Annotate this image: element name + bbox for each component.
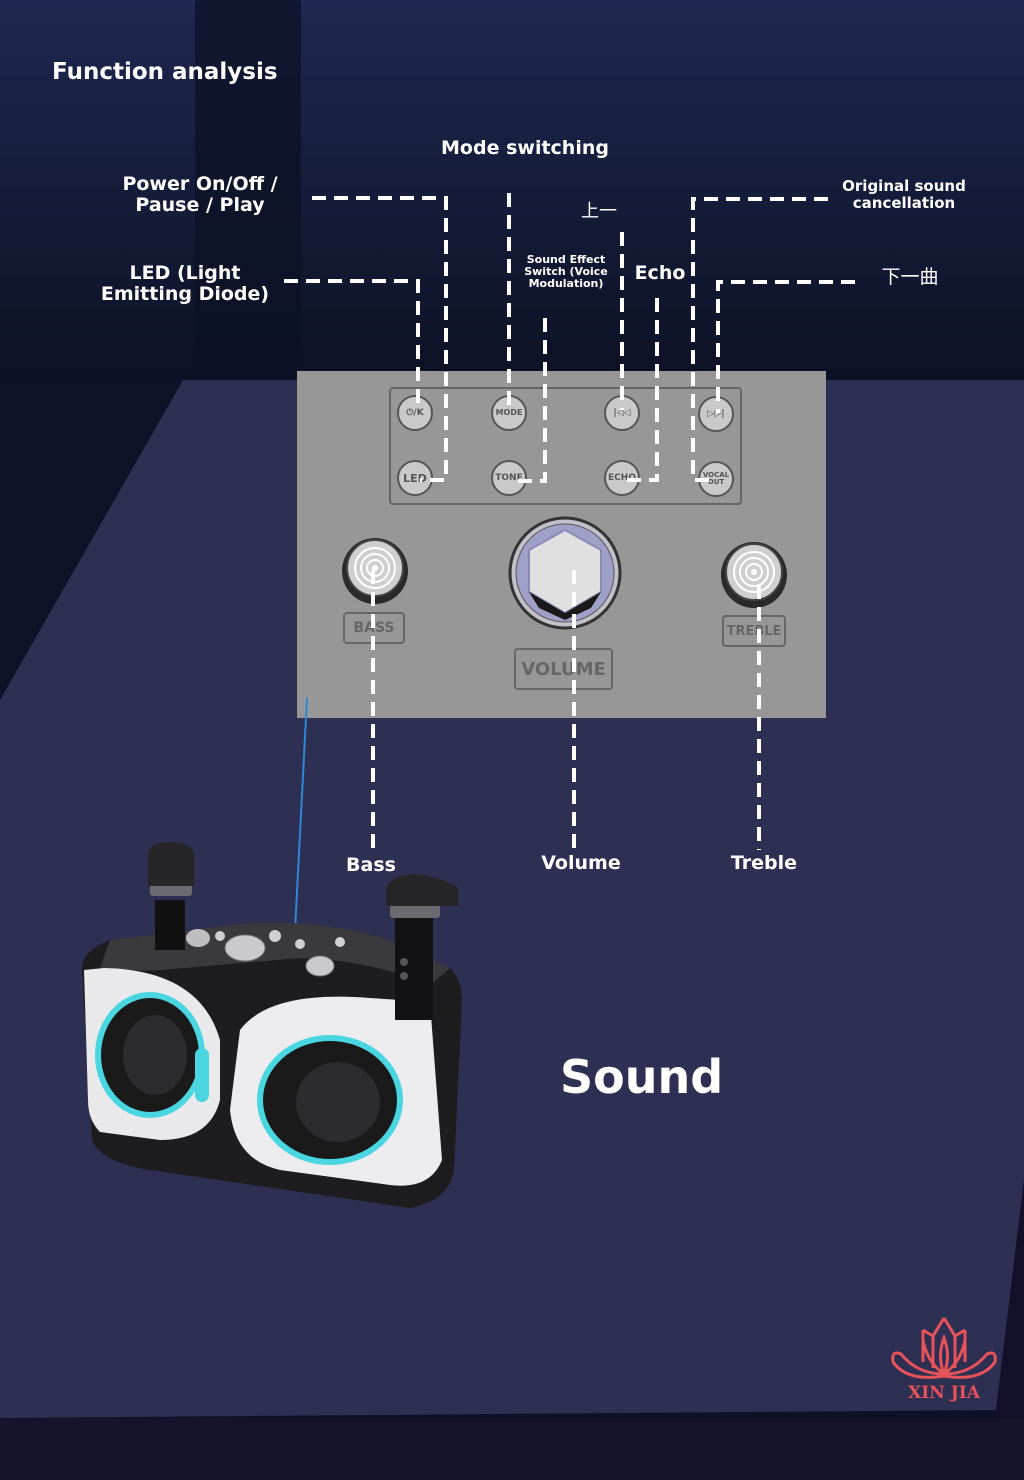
tone-button-diagram: TONE xyxy=(491,460,527,496)
bass-tag-label: BASS xyxy=(353,620,395,636)
next-button-diagram: ▷▷| xyxy=(698,396,734,432)
callout-mode: Mode switching xyxy=(441,137,609,159)
prev-button-label: |◁◁ xyxy=(613,407,631,418)
vocal-out-button-diagram: VOCAL OUT xyxy=(698,461,734,497)
echo-button-label: ECHO xyxy=(608,472,636,483)
tone-button-label: TONE xyxy=(495,472,523,483)
callout-echo: Echo xyxy=(634,262,686,284)
top-knob-left xyxy=(186,929,210,947)
left-mic-handle xyxy=(155,900,185,950)
floor-band xyxy=(0,1418,1024,1480)
button-group-frame xyxy=(389,387,742,505)
center-led-strip xyxy=(195,1048,209,1102)
mode-button-label: MODE xyxy=(495,408,523,417)
dark-column xyxy=(195,0,301,380)
treble-tag: TREBLE xyxy=(722,615,786,647)
volume-tag: VOLUME xyxy=(514,648,613,690)
right-mic-handle xyxy=(395,910,433,1020)
top-knob-right xyxy=(305,955,335,977)
callout-volume: Volume xyxy=(541,852,621,874)
callout-treble: Treble xyxy=(730,852,798,874)
right-mic-grille xyxy=(386,874,458,906)
led-button-label: LED xyxy=(403,471,427,485)
page-title: Function analysis xyxy=(52,59,278,85)
callout-led: LED (Light Emitting Diode) xyxy=(100,262,270,305)
corner-shade xyxy=(988,1180,1024,1480)
power-button-label: ⏻/K xyxy=(406,407,424,418)
callout-prev: 上一 xyxy=(581,201,617,222)
next-button-label: ▷▷| xyxy=(707,408,725,419)
top-knob-volume xyxy=(224,934,266,962)
power-button-diagram: ⏻/K xyxy=(397,395,433,431)
callout-power: Power On/Off / Pause / Play xyxy=(122,173,278,216)
callout-sound-effect: Sound Effect Switch (Voice Modulation) xyxy=(524,253,608,291)
left-woofer xyxy=(123,1015,187,1095)
bass-tag: BASS xyxy=(343,612,405,644)
karaoke-speaker-illustration xyxy=(81,842,462,1208)
left-mic-grille xyxy=(148,842,194,886)
product-caption: Sound xyxy=(560,1050,724,1104)
treble-knob-icon xyxy=(721,542,787,608)
brand-name: XIN JIA xyxy=(908,1383,980,1403)
bass-knob-icon xyxy=(342,538,408,604)
volume-knob-icon xyxy=(508,516,622,630)
echo-button-diagram: ECHO xyxy=(604,460,640,496)
treble-tag-label: TREBLE xyxy=(726,623,782,639)
led-button-diagram: LED xyxy=(397,460,433,496)
prev-button-diagram: |◁◁ xyxy=(604,395,640,431)
volume-tag-label: VOLUME xyxy=(521,658,606,680)
lotus-logo-icon xyxy=(891,1317,997,1379)
callout-original-sound: Original sound cancellation xyxy=(842,177,966,212)
callout-bass: Bass xyxy=(346,854,396,876)
callout-next: 下一曲 xyxy=(881,266,939,288)
right-woofer xyxy=(296,1062,380,1142)
mode-button-diagram: MODE xyxy=(491,395,527,431)
vocal-out-button-label: VOCAL OUT xyxy=(702,471,730,486)
